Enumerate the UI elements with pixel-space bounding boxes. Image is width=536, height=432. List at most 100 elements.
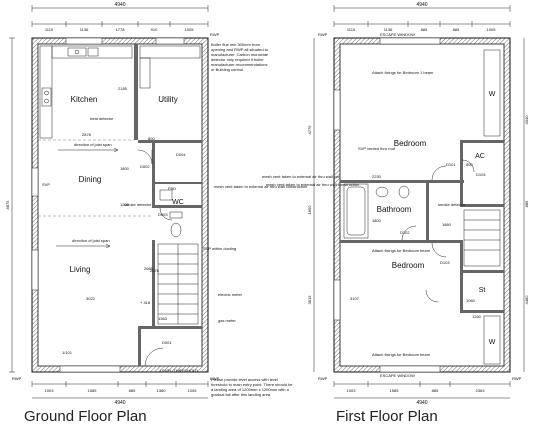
first-smoke-detector-label: smoke detector [438,202,466,207]
first-top-dim-3: 885 [421,27,428,32]
first-rwp-3: RWP [318,32,328,37]
door-d002: D002 [140,164,150,169]
room-w-1: W [489,91,496,98]
ground-floor-caption: Ground Floor Plan [24,408,147,425]
ground-dim-c: 2665 [144,266,154,271]
door-d104: D104 [476,172,486,177]
first-rwp-2: RWP [512,376,522,381]
door-d103: D103 [440,260,450,265]
ground-bottom-dim-4: 1380 [157,388,167,393]
first-bottom-dim-2: 1585 [390,388,400,393]
first-dim-c: 1860 [442,222,452,227]
first-right-dim-3: 4480 [524,295,529,305]
ground-bottom-dim-2: 1585 [88,388,98,393]
first-floor-plan: 4940 1115 1136 885 885 1005 4776 1850 38… [266,2,529,406]
escape-window-bottom: ESCAPE WINDOW [380,373,415,378]
boiler-notes: Boiler flue min 300mm from opening and R… [211,42,269,72]
ground-smoke-detector-label: smoke detector [124,202,152,207]
joist-span-label-2: direction of joist span [72,238,110,243]
room-st: St [479,287,486,294]
first-rwp-1: RWP [318,376,328,381]
first-left-dim-3: 3815 [307,295,312,305]
fixing-note-3: Attach fixings for Bedroom beam [372,352,431,357]
fixing-note-1: Attach fixings for Bedroom 1 beam [372,70,434,75]
first-right-dim-1: 4040 [524,115,529,125]
steps-label: + 418 [140,300,151,305]
room-kitchen: Kitchen [71,95,98,104]
ground-top-dim-2: 1136 [80,27,89,32]
first-bottom-dim-3: 885 [432,388,439,393]
room-bedroom-1: Bedroom [394,139,427,148]
room-bathroom: Bathroom [377,205,412,214]
room-w-2: W [489,339,496,346]
ground-dim-d: 1200 [120,202,130,207]
mesh-vent-1: mesh vent taken to external air thru wal… [214,184,307,189]
first-top-dim-5: 1005 [487,27,497,32]
first-dim-a: 2230 [372,174,382,179]
ground-dim-e: 1800 [120,166,130,171]
room-living: Living [70,265,91,274]
first-top-dim-2: 1136 [384,27,393,32]
door-d003: D003 [158,212,168,217]
first-bottom-dim-1: 1003 [347,388,357,393]
first-floor-caption: First Floor Plan [336,408,438,425]
door-d004: D004 [176,152,186,157]
access-notes: Please provide level access with level t… [211,377,293,397]
ground-top-dim-1: 1115 [45,27,54,32]
level-threshold-label: LEVEL THRESHOLD [160,368,198,373]
ground-dim-h: 2185 [118,86,128,91]
first-right-dim-2: 885 [524,200,529,207]
fbd-label: FBD [168,186,176,191]
ground-floor-plan: 4940 1115 1136 1778 910 1005 8875 [5,2,355,406]
ground-dim-g: 800 [148,136,155,141]
room-ac: AC [475,153,485,160]
ground-svp-label: SVP [42,182,50,187]
door-d101: D101 [446,162,456,167]
first-dim-d: 3107 [350,296,360,301]
door-d102: D102 [400,230,410,235]
ground-rwp-2: RWP [210,376,220,381]
room-utility: Utility [158,95,178,104]
first-bottom-dim-4: 2363 [476,388,486,393]
ground-dim-i: 2378 [150,268,160,273]
room-wc: WC [172,199,184,206]
escape-window-top: ESCAPE WINDOW [380,32,415,37]
first-svp-label: SVP vented thru roof [358,146,396,151]
first-dim-e: 1260 [472,314,482,319]
ground-top-dim-4: 910 [151,27,158,32]
svp-duct-label: SVP within ducting [203,246,236,251]
room-dining: Dining [79,175,102,184]
first-top-dim-4: 885 [453,27,460,32]
first-dim-f: 800 [466,162,473,167]
ground-dim-b: 3022 [86,296,96,301]
first-top-dim-1: 1115 [347,27,356,32]
ground-bottom-dim-5: 1005 [188,388,198,393]
joist-span-label-1: direction of joist span [74,142,112,147]
window-label: 1/101 [62,350,73,355]
ground-rwp-3: RWP [210,32,220,37]
first-overall-width: 4940 [416,2,427,8]
gas-meter-label: gas meter [218,318,236,323]
fixing-note-2: Attach fixings for Bedroom beam [372,248,431,253]
ground-bottom-dim-1: 1003 [45,388,55,393]
first-left-dim-2: 1850 [307,205,312,215]
mesh-vent-2: mesh vent taken to external air thru wal… [262,174,355,179]
ground-top-dim-5: 1005 [185,27,195,32]
ground-overall-width: 4940 [114,2,125,8]
room-bedroom-2: Bedroom [392,261,425,270]
first-mesh-vent: mesh vent taken to external air thru wal… [266,182,359,187]
ground-dim-a: 2878 [82,132,92,137]
electric-meter-label: electric meter [218,292,243,297]
ground-dim-f: 1363 [158,316,168,321]
first-dim-g: 1060 [466,298,476,303]
first-dim-b: 1800 [372,218,382,223]
ground-bottom-dim-3: 885 [129,388,136,393]
ground-rwp-1: RWP [12,376,22,381]
heat-detector-label: heat detector [90,116,114,121]
door-d001: D001 [162,340,172,345]
first-left-dim-1: 4776 [307,125,312,135]
ground-overall-depth: 8875 [5,200,10,210]
first-bottom-overall: 4940 [416,400,427,406]
ground-bottom-overall: 4940 [114,400,125,406]
